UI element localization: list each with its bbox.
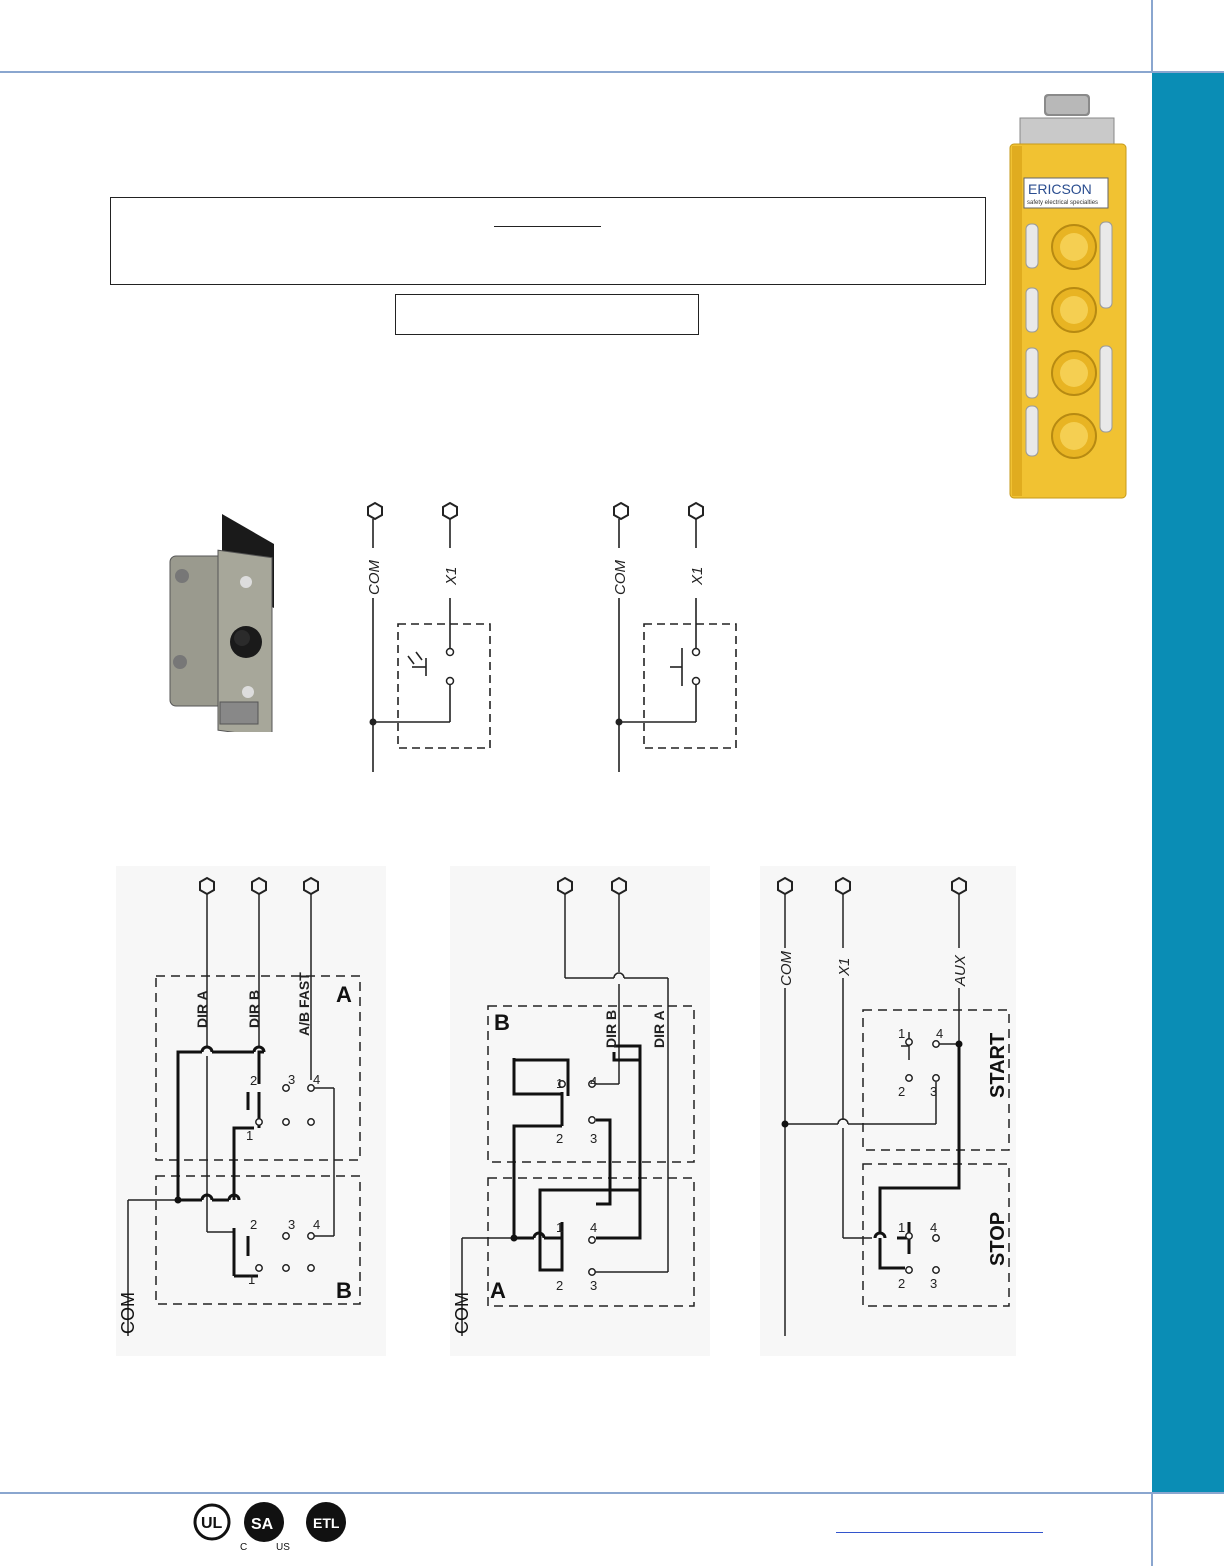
notice-underline: [494, 226, 601, 227]
contact-4-label: 4: [936, 1026, 943, 1041]
wire-dir-a-label: DIR A: [651, 1010, 667, 1048]
contact-4-label-stop: 4: [930, 1220, 937, 1235]
contact-4-label-b: 4: [313, 1217, 320, 1232]
contact-1-label: 1: [246, 1128, 253, 1143]
terminal-aux-label: AUX: [952, 954, 969, 987]
contact-1-label-b: 1: [248, 1272, 255, 1287]
terminal-x1-label: X1: [689, 567, 706, 586]
contact-2-label-a: 2: [556, 1278, 563, 1293]
contact-1-label-stop: 1: [898, 1220, 905, 1235]
contact-2-label: 2: [250, 1073, 257, 1088]
footer-link[interactable]: [836, 1532, 1043, 1533]
contact-3-label-a: 3: [590, 1278, 597, 1293]
etl-mark: ETL: [302, 1500, 354, 1552]
header-rule: [0, 71, 1224, 73]
contact-3-label: 3: [590, 1131, 597, 1146]
stop-switch-label: STOP: [987, 1212, 1009, 1266]
contact-2-label-b: 2: [250, 1217, 257, 1232]
switch-a-label: A: [336, 982, 352, 1007]
pendant-tagline: safety electrical specialties: [1027, 200, 1098, 206]
contact-4-label-a: 4: [590, 1220, 597, 1235]
side-color-band: [1152, 73, 1224, 1492]
contact-3-label: 3: [288, 1072, 295, 1087]
notice-box: [110, 197, 986, 285]
pendant-station-image: ERICSON safety electrical specialties: [1004, 92, 1130, 500]
contact-4-label: 4: [313, 1072, 320, 1087]
common-label: COM: [452, 1292, 472, 1334]
contact-2-label: 2: [898, 1084, 905, 1099]
wire-dir-a-label: DIR A: [194, 990, 210, 1028]
margin-rule-top: [1151, 0, 1153, 73]
two-speed-diagram: DIR A DIR B A/B FAST A B COM 2 3 4 1 2 3…: [116, 866, 386, 1356]
terminal-x1-label: X1: [836, 958, 853, 977]
caption-box: [395, 294, 699, 335]
switch-a-label: A: [490, 1278, 506, 1303]
contact-1-label: 1: [898, 1026, 905, 1041]
csa-us-text: US: [276, 1542, 290, 1552]
margin-rule-bottom: [1151, 1492, 1153, 1566]
csa-c-text: C: [240, 1542, 247, 1552]
contact-3-label-b: 3: [288, 1217, 295, 1232]
pendant-brand: ERICSON: [1028, 181, 1092, 197]
switch-b-label: B: [336, 1278, 352, 1303]
footer-rule: [0, 1492, 1224, 1494]
csa-mark-text: SA: [251, 1516, 274, 1533]
contact-1-label-a: 1: [556, 1220, 563, 1235]
ul-mark: UL: [192, 1500, 236, 1552]
ul-mark-text: UL: [201, 1515, 223, 1532]
common-label: COM: [118, 1292, 138, 1334]
start-switch-label: START: [987, 1033, 1009, 1098]
contact-4-label: 4: [590, 1074, 597, 1089]
contact-3-label: 3: [930, 1084, 937, 1099]
csa-mark: SA C US: [238, 1500, 300, 1553]
single-contact-diagram-2: COM X1: [596, 500, 756, 780]
terminal-com-label: COM: [778, 951, 795, 987]
contact-1-label: 1: [556, 1076, 563, 1091]
wire-ab-fast-label: A/B FAST: [296, 972, 312, 1036]
contact-3-label-stop: 3: [930, 1276, 937, 1291]
switch-b-label: B: [494, 1010, 510, 1035]
terminal-x1-label: X1: [443, 567, 460, 586]
single-contact-diagram-1: COM X1: [350, 500, 510, 780]
contact-2-label: 2: [556, 1131, 563, 1146]
wire-dir-b-label: DIR B: [246, 990, 262, 1028]
start-stop-diagram: COM X1 AUX START STOP 1 4 2 3 1 4 2 3: [760, 866, 1016, 1356]
contact-2-label-stop: 2: [898, 1276, 905, 1291]
terminal-com-label: COM: [612, 560, 629, 596]
wire-dir-b-label: DIR B: [603, 1010, 619, 1048]
contact-block-image: [160, 512, 280, 739]
interlock-diagram: DIR B DIR A B A COM 1 4 2 3 1 4 2 3: [450, 866, 710, 1356]
terminal-com-label: COM: [366, 560, 383, 596]
etl-mark-text: ETL: [313, 1515, 340, 1531]
